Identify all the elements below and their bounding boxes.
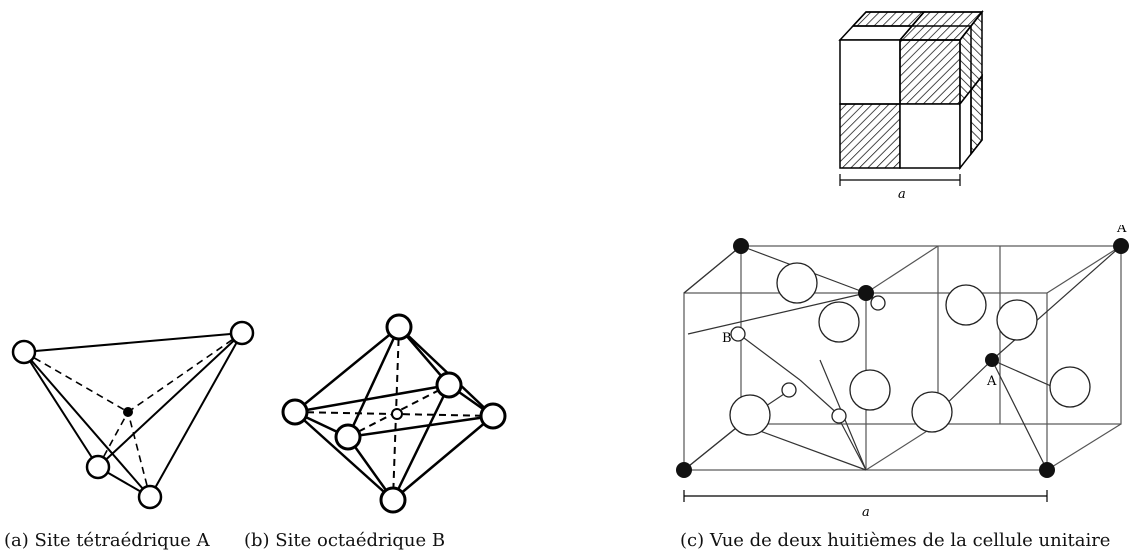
cation-a [733,238,749,254]
cation-b [391,408,403,420]
cation-a [123,407,133,417]
unit-cell-figure: a B A A [676,225,1129,520]
caption-a: (a) Site tétraédrique A [4,530,210,551]
cation-b [730,326,746,342]
oxygen-atom [435,371,463,399]
cation-b [870,295,886,311]
oxygen-atom [11,339,37,365]
oxygen-atom [385,313,413,341]
cation-b [781,382,797,398]
octahedral-site-figure [281,313,507,514]
cation-b [831,408,847,424]
cation-a [676,462,692,478]
oxygen-atom [334,423,362,451]
cation-a [985,353,999,367]
caption-c: (c) Vue de deux huitièmes de la cellule … [680,530,1111,551]
oxygen-atom [911,391,953,433]
oxygen-atom [137,484,163,510]
oxygen-atom [281,398,309,426]
cation-a [1039,462,1055,478]
oxygen-atom [818,301,860,343]
oxygen-atom [85,454,111,480]
oxygen-atom [849,369,891,411]
caption-b: (b) Site octaédrique B [244,530,446,551]
oxygen-atom [776,262,818,304]
site-b-label: B [722,331,732,346]
cube-dimension-label: a [898,187,906,200]
cell-dimension-label: a [862,505,870,520]
cation-a [1113,238,1129,254]
oxygen-atom [479,402,507,430]
oxygen-atom [996,299,1038,341]
oxygen-atom [379,486,407,514]
site-a-label: A [986,374,997,389]
cation-a [858,285,874,301]
site-a-corner-label: A [1116,225,1127,236]
oxygen-atom [1049,366,1091,408]
oxygen-atom [945,284,987,326]
oxygen-atom [729,394,771,436]
octant-cube-figure: a [838,9,984,200]
tetrahedral-site-figure [11,320,255,510]
oxygen-atom [229,320,255,346]
